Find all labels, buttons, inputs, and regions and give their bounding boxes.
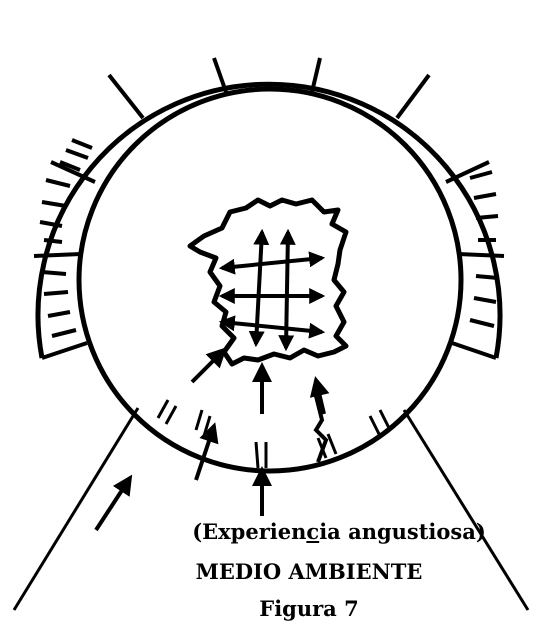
double-headed-arrow-icon: [286, 232, 288, 348]
right-segment-dashes: [470, 172, 498, 326]
experience-caption: (Experiencia angustiosa): [70, 519, 538, 544]
double-headed-arrow-icon: [222, 322, 322, 332]
environment-label: MEDIO AMBIENTE: [40, 559, 538, 584]
rim-ticks: [158, 400, 390, 468]
figure-caption: Figura 7: [40, 596, 538, 621]
experience-blob: [190, 200, 346, 364]
internal-arrows: [222, 232, 322, 348]
double-headed-arrow-icon: [222, 258, 322, 268]
inner-circle: [79, 89, 461, 471]
arrow-up-right-icon: [192, 350, 224, 382]
outer-ring-arc: [38, 84, 500, 358]
